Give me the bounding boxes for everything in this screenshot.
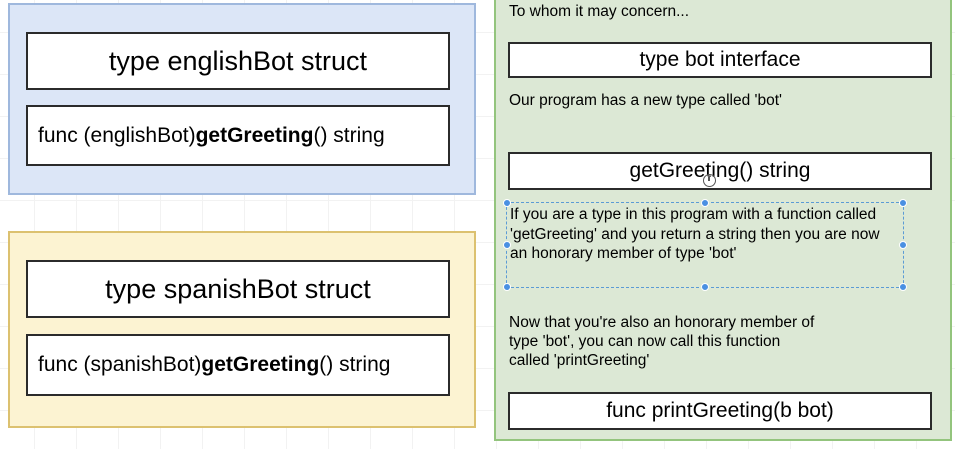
resize-handle-s[interactable] <box>701 283 709 291</box>
englishbot-func-box[interactable]: func (englishBot) getGreeting() string <box>26 105 450 166</box>
resize-handle-sw[interactable] <box>503 283 511 291</box>
new-type-note[interactable]: Our program has a new type called 'bot' <box>509 92 783 109</box>
printgreeting-func-box[interactable]: func printGreeting(b bot) <box>508 392 932 430</box>
func-bold-name: getGreeting <box>201 353 320 376</box>
resize-handle-se[interactable] <box>899 283 907 291</box>
func-suffix: () string <box>319 353 391 376</box>
getgreeting-method-box[interactable]: getGreeting() string <box>508 152 932 190</box>
func-suffix: () string <box>313 123 385 147</box>
intro-note[interactable]: To whom it may concern... <box>509 3 690 20</box>
resize-handle-w[interactable] <box>503 241 511 249</box>
honorary-member-note[interactable]: Now that you're also an honorary member … <box>509 314 815 369</box>
englishbot-type-box[interactable]: type englishBot struct <box>26 32 450 90</box>
bot-interface-box[interactable]: type bot interface <box>508 42 932 78</box>
selected-text-content: If you are a type in this program with a… <box>510 206 880 262</box>
func-prefix: func (spanishBot) <box>38 353 202 376</box>
resize-handle-n[interactable] <box>701 199 709 207</box>
resize-handle-ne[interactable] <box>899 199 907 207</box>
resize-handle-nw[interactable] <box>503 199 511 207</box>
spanishbot-func-box[interactable]: func (spanishBot) getGreeting() string <box>26 334 450 396</box>
func-prefix: func (englishBot) <box>38 123 196 147</box>
spanishbot-type-box[interactable]: type spanishBot struct <box>26 260 450 318</box>
selected-text-element[interactable]: If you are a type in this program with a… <box>503 199 907 291</box>
func-bold-name: getGreeting <box>195 123 314 147</box>
circle-cursor-icon <box>703 174 716 187</box>
resize-handle-e[interactable] <box>899 241 907 249</box>
